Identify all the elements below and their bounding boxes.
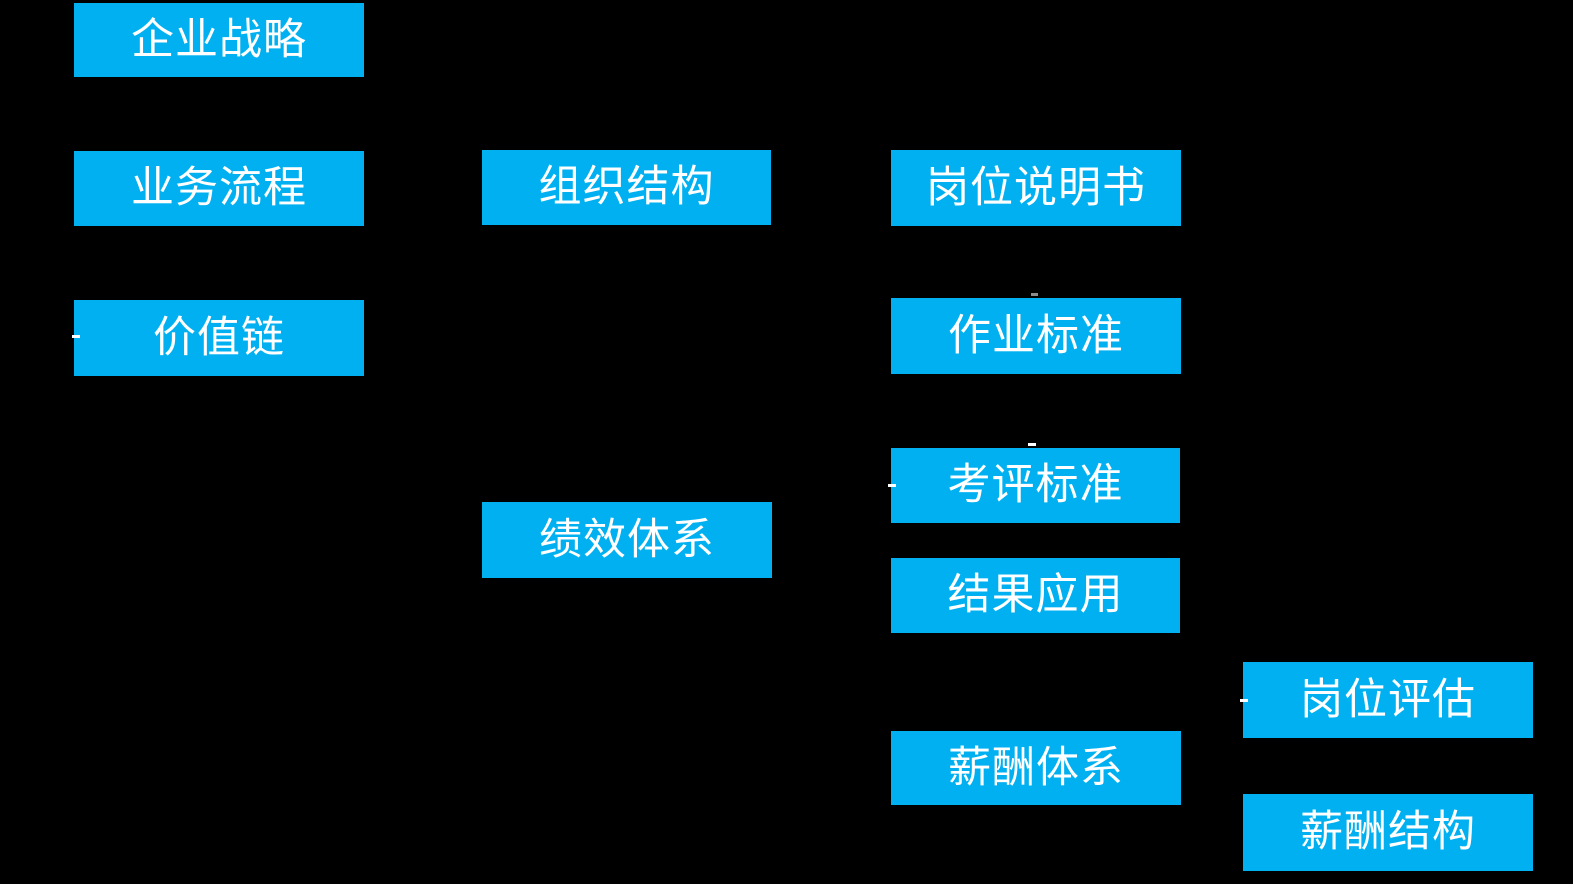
node-label: 薪酬结构: [1300, 807, 1476, 857]
node-label: 业务流程: [131, 163, 307, 213]
node-label: 绩效体系: [539, 514, 715, 565]
node-label: 考评标准: [947, 460, 1124, 510]
node-label: 薪酬体系: [948, 742, 1124, 793]
node-label: 岗位说明书: [926, 162, 1146, 213]
node-label: 企业战略: [131, 14, 307, 65]
node-label: 岗位评估: [1300, 674, 1476, 725]
node-compensation-structure: 薪酬结构: [1243, 794, 1533, 871]
connector-arrow-tip-icon: [888, 484, 896, 487]
connector-arrow-tip-icon: [72, 335, 80, 338]
node-value-chain: 价值链: [74, 300, 364, 376]
connector-arrow-tip-icon: [1031, 293, 1038, 296]
node-label: 组织结构: [538, 162, 715, 212]
node-job-evaluation: 岗位评估: [1243, 662, 1533, 738]
node-result-application: 结果应用: [891, 558, 1180, 633]
node-operation-standard: 作业标准: [891, 298, 1181, 374]
node-business-process: 业务流程: [74, 151, 364, 226]
node-evaluation-standard: 考评标准: [891, 448, 1180, 523]
connector-arrow-tip-icon: [1028, 443, 1036, 446]
node-job-description: 岗位说明书: [891, 150, 1181, 226]
node-performance-system: 绩效体系: [482, 502, 772, 578]
node-label: 作业标准: [948, 310, 1124, 361]
node-label: 价值链: [153, 312, 285, 363]
connector-arrow-tip-icon: [1240, 699, 1248, 702]
node-enterprise-strategy: 企业战略: [74, 3, 364, 77]
node-compensation-system: 薪酬体系: [891, 731, 1181, 805]
node-label: 结果应用: [947, 570, 1124, 620]
node-organization-structure: 组织结构: [482, 150, 771, 225]
